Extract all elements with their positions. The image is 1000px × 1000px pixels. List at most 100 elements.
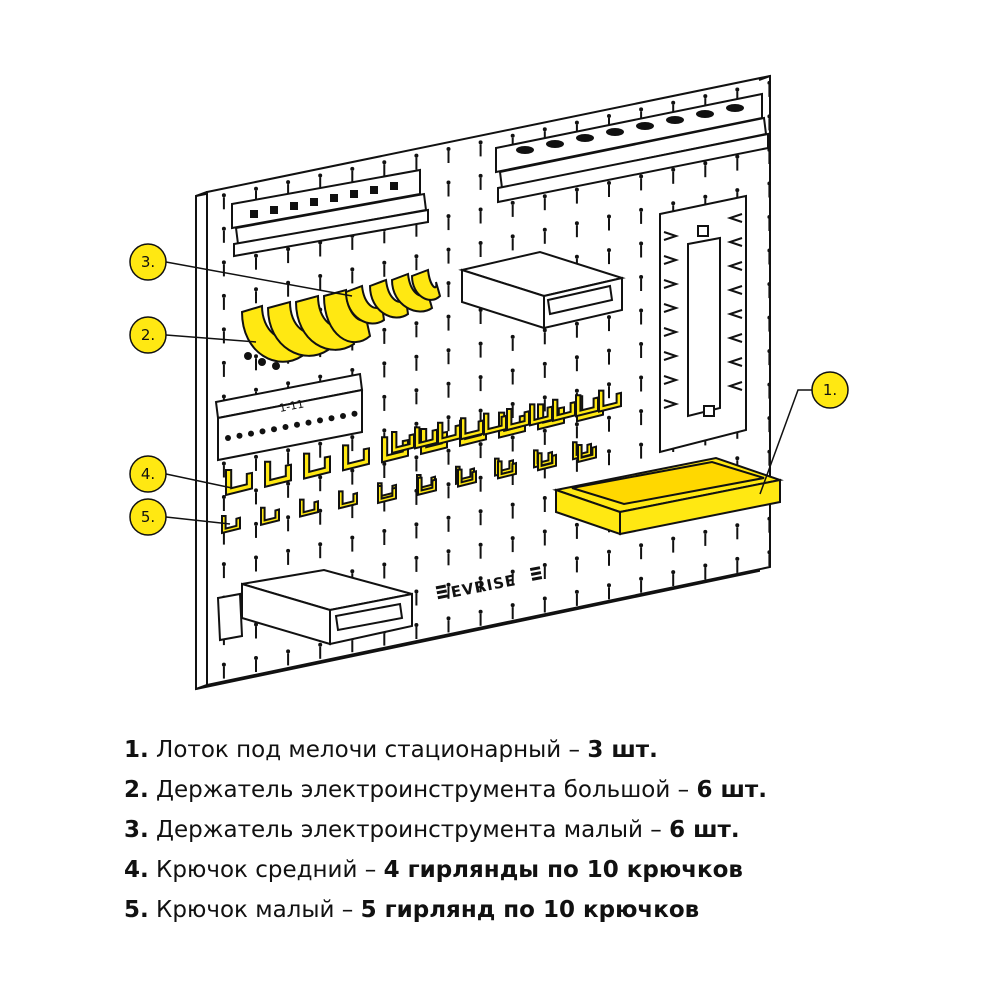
peg-hole <box>574 589 579 594</box>
bit-slot <box>294 421 300 428</box>
peg-hole <box>607 114 611 118</box>
peg-slot <box>608 185 610 197</box>
peg-slot <box>287 653 290 666</box>
peg-slot <box>640 346 643 358</box>
callout-1-label: 1. <box>823 381 837 399</box>
peg-hole <box>414 354 419 359</box>
peg-hole <box>221 495 226 499</box>
peg-hole <box>478 140 483 145</box>
peg-slot <box>511 406 514 418</box>
peg-hole <box>510 502 515 507</box>
peg-slot <box>319 445 322 458</box>
peg-slot <box>608 419 610 432</box>
parts-tray-item-1 <box>552 456 784 536</box>
peg-hole <box>446 381 451 386</box>
peg-hole <box>221 260 226 265</box>
peg-slot <box>222 532 225 545</box>
peg-slot <box>768 353 770 366</box>
peg-slot <box>479 312 482 324</box>
legend-item-5-num: 5. <box>124 897 149 923</box>
legend-item-5-text: Крючок малый – <box>148 897 361 923</box>
peg-slot <box>383 331 386 344</box>
peg-hole <box>446 214 451 219</box>
peg-slot <box>608 386 610 399</box>
peg-slot <box>447 318 450 331</box>
peg-hole <box>254 186 258 191</box>
peg-hole <box>446 314 451 319</box>
peg-hole <box>350 468 355 473</box>
peg-hole <box>671 570 676 575</box>
hook <box>537 452 557 472</box>
peg-slot <box>415 358 418 371</box>
peg-slot <box>415 526 418 539</box>
peg-hole <box>607 348 611 353</box>
bit-slot <box>225 435 231 441</box>
hook <box>260 506 280 527</box>
peg-slot <box>255 257 257 270</box>
peg-slot <box>768 453 770 466</box>
callout-lines <box>165 261 816 525</box>
peg-slot <box>575 325 578 338</box>
peg-hole <box>221 662 226 667</box>
peg-hole <box>767 181 770 186</box>
peg-hole <box>510 536 515 541</box>
peg-hole <box>703 161 708 166</box>
peg-slot <box>383 164 386 177</box>
hook <box>338 490 358 510</box>
peg-slot <box>768 84 770 97</box>
hook <box>381 436 409 464</box>
peg-slot <box>640 312 643 325</box>
peg-slot <box>255 559 257 572</box>
peg-hole <box>254 454 258 459</box>
peg-hole <box>254 521 258 526</box>
bit-slot <box>271 426 277 433</box>
peg-hole <box>574 321 579 326</box>
peg-hole <box>639 409 644 414</box>
peg-hole <box>318 475 323 480</box>
peg-hole <box>671 167 676 172</box>
peg-hole <box>510 402 515 406</box>
peg-slot <box>608 352 610 365</box>
peg-hole <box>478 173 483 178</box>
peg-slot <box>640 580 643 593</box>
peg-slot <box>511 439 514 452</box>
peg-slot <box>479 211 482 224</box>
peg-slot <box>447 184 450 197</box>
peg-slot <box>447 352 450 365</box>
peg-hole <box>254 287 258 292</box>
legend-item-5-qty: 5 гирлянд по 10 крючков <box>360 897 700 923</box>
peg-slot <box>575 459 578 472</box>
hook <box>414 426 438 450</box>
peg-hole <box>574 187 579 192</box>
peg-slot <box>351 170 354 183</box>
peg-slot <box>255 660 257 672</box>
hook <box>529 403 553 427</box>
peg-hole <box>318 173 323 178</box>
peg-slot <box>222 566 225 579</box>
peg-hole <box>639 275 644 279</box>
peg-slot <box>768 219 770 231</box>
peg-slot <box>447 553 450 566</box>
peg-slot <box>287 452 290 465</box>
peg-hole <box>574 388 579 393</box>
peg-hole <box>510 234 515 239</box>
peg-hole <box>735 556 740 561</box>
peg-hole <box>767 349 770 354</box>
peg-hole <box>254 387 258 392</box>
peg-slot <box>447 519 450 532</box>
peg-slot <box>383 566 386 579</box>
top-left-tool-rail <box>231 168 429 258</box>
peg-slot <box>575 593 578 606</box>
peg-slot <box>415 258 418 271</box>
hook <box>264 460 292 489</box>
peg-hole <box>254 253 258 258</box>
peg-slot <box>479 446 482 459</box>
peg-hole <box>542 227 547 232</box>
peg-slot <box>511 607 514 620</box>
peg-hole <box>542 563 547 567</box>
peg-hole <box>767 550 770 555</box>
peg-slot <box>543 432 546 445</box>
peg-slot <box>447 620 450 633</box>
peg-hole <box>382 428 387 433</box>
peg-slot <box>415 224 418 237</box>
